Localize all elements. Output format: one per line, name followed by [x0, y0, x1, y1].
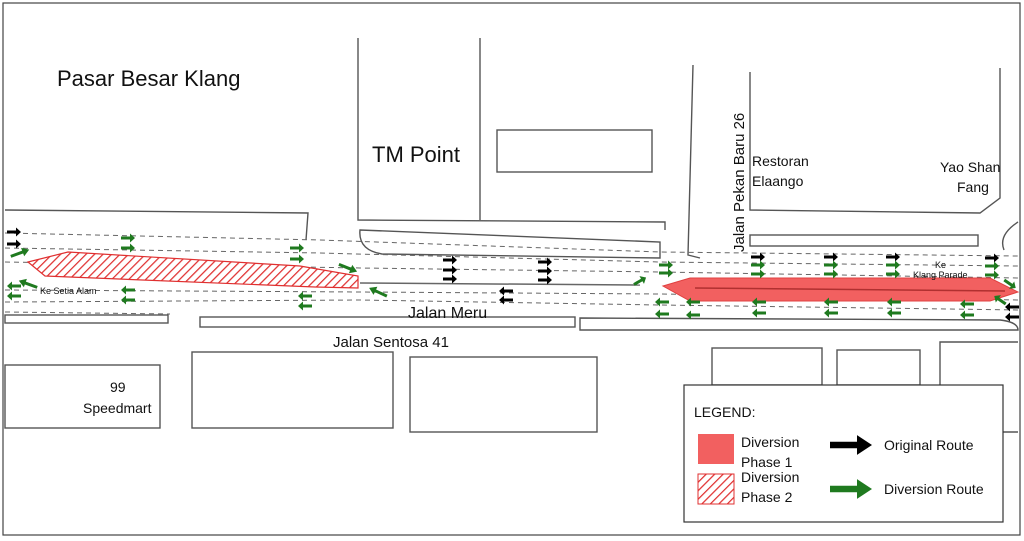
- label-yao-shan-fang-1: Yao Shan: [940, 159, 1000, 175]
- label-yao-shan-fang-2: Fang: [957, 179, 989, 195]
- label-jalan-pekan-baru-26: Jalan Pekan Baru 26: [731, 113, 748, 252]
- legend: LEGEND: Diversion Phase 1 Diversion Phas…: [683, 384, 1004, 523]
- legend-phase-2-label-2: Phase 2: [741, 489, 793, 505]
- label-tm-point: TM Point: [372, 142, 460, 167]
- legend-phase-1-swatch: [698, 434, 734, 464]
- label-99-speedmart-1: 99: [110, 379, 126, 395]
- label-ke-setia-alam: Ke Setia Alam: [40, 286, 97, 296]
- label-pasar-besar-klang: Pasar Besar Klang: [57, 66, 240, 91]
- legend-title: LEGEND:: [694, 404, 755, 420]
- legend-phase-2-swatch: [697, 473, 735, 505]
- legend-phase-1-label-1: Diversion: [741, 434, 799, 450]
- diversion-phase-2-zone: [26, 251, 359, 289]
- lane-lines: [4, 232, 1019, 315]
- label-jalan-sentosa-41: Jalan Sentosa 41: [333, 334, 449, 351]
- label-ke-klang-parade-1: Ke: [935, 260, 946, 270]
- legend-phase-1-label-2: Phase 1: [741, 454, 793, 470]
- legend-original-route: Original Route: [884, 437, 974, 453]
- label-99-speedmart-2: Speedmart: [83, 400, 152, 416]
- legend-diversion-route: Diversion Route: [884, 481, 984, 497]
- label-restoran-elaango-1: Restoran: [752, 153, 809, 169]
- label-ke-klang-parade-2: Klang Parade: [913, 270, 968, 280]
- label-restoran-elaango-2: Elaango: [752, 173, 804, 189]
- label-jalan-meru: Jalan Meru: [408, 305, 487, 322]
- legend-phase-2-label-1: Diversion: [741, 469, 799, 485]
